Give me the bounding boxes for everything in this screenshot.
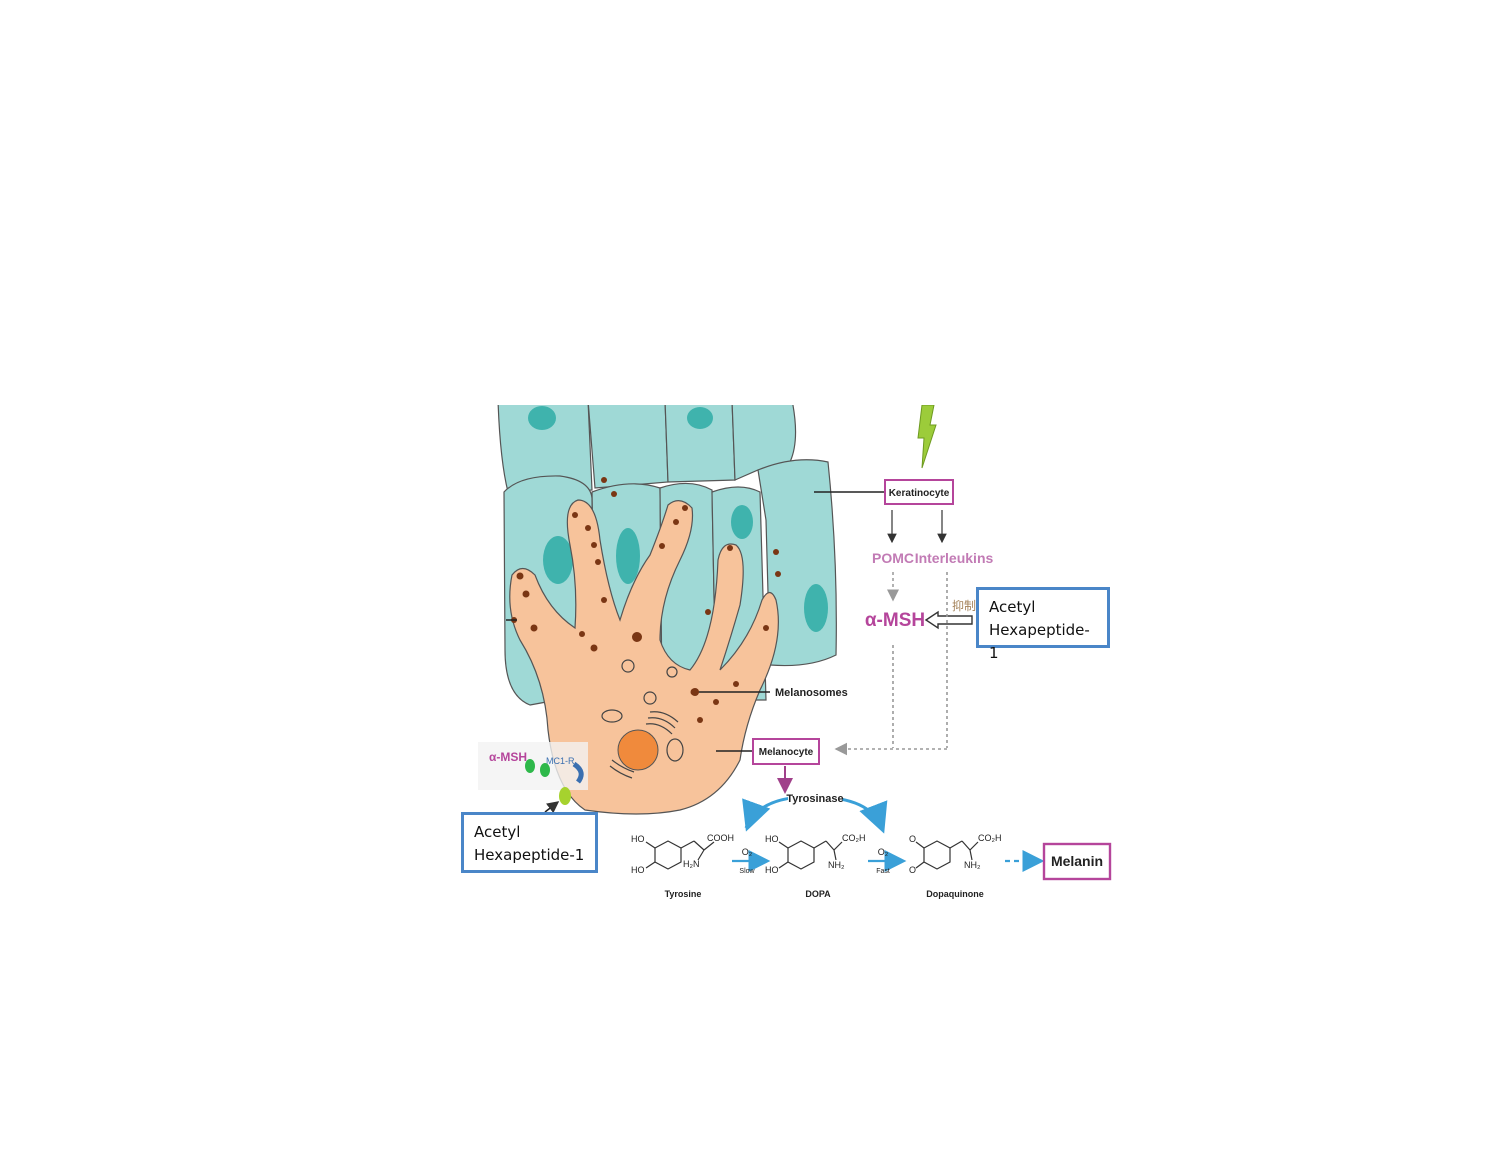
peptide-molecule xyxy=(559,787,571,805)
dopaquinone-co2h: CO₂H xyxy=(978,833,1002,843)
dopaquinone-o-top: O xyxy=(909,834,916,844)
melanocyte-label: Melanocyte xyxy=(759,747,814,758)
dopa-ho-top: HO xyxy=(765,834,779,844)
callout-left-line1: Acetyl xyxy=(474,823,521,841)
mc1r-receptor xyxy=(572,761,584,784)
callout-left-line2: Hexapeptide-1 xyxy=(474,846,585,864)
tyrosine-ho-bottom: HO xyxy=(631,865,645,875)
tyrosine-structure xyxy=(645,840,715,870)
receptor-area: α-MSH MC1-R xyxy=(478,742,588,814)
alpha-msh-small-label: α-MSH xyxy=(489,750,527,764)
dotted-signal-paths xyxy=(834,572,948,756)
dopaquinone-nh2: NH₂ xyxy=(964,860,981,870)
tyrosine-h2n: H₂N xyxy=(683,859,700,869)
callout-acetyl-hexapeptide-right: Acetyl Hexapeptide-1 xyxy=(976,587,1110,662)
tyrosine-cooh: COOH xyxy=(707,833,734,843)
keratinocyte-layer-upper xyxy=(497,405,797,493)
callout-acetyl-hexapeptide-left: Acetyl Hexapeptide-1 xyxy=(461,812,598,873)
tyrosinase-label: Tyrosinase xyxy=(786,793,843,805)
dopa-label: DOPA xyxy=(805,889,831,899)
melanocyte-cell xyxy=(509,499,779,815)
interleukins-label: Interleukins xyxy=(915,550,994,566)
msh-molecule-2 xyxy=(540,763,550,777)
tyrosine-ho-top: HO xyxy=(631,834,645,844)
dopaquinone-label: Dopaquinone xyxy=(926,889,984,899)
o2-label-2: O₂ xyxy=(878,847,889,857)
keratinocyte-label-box xyxy=(884,479,954,505)
dopa-ho-bottom: HO xyxy=(765,865,779,875)
keratinocyte-label: Keratinocyte xyxy=(889,488,950,499)
leader-lines xyxy=(506,491,884,752)
melanocyte-label-box xyxy=(752,738,820,765)
inhibition-arrow xyxy=(924,610,973,630)
dopa-co2h: CO₂H xyxy=(842,833,866,843)
inhibit-label: 抑制 xyxy=(952,598,976,613)
tyrosine-label: Tyrosine xyxy=(665,889,702,899)
callout-right-line1: Acetyl xyxy=(989,598,1036,616)
dopaquinone-o-bottom: O xyxy=(909,865,916,875)
dopa-structure xyxy=(778,840,843,870)
fast-label: Fast xyxy=(876,868,890,875)
dopa-nh2: NH₂ xyxy=(828,860,845,870)
dopaquinone-structure xyxy=(915,840,979,870)
msh-molecule-1 xyxy=(525,759,535,773)
o2-label-1: O₂ xyxy=(742,847,753,857)
melanin-label: Melanin xyxy=(1051,853,1103,869)
alpha-msh-label: α-MSH xyxy=(865,610,925,631)
mc1r-label: MC1-R xyxy=(546,756,575,766)
pomc-label: POMC xyxy=(872,550,914,566)
callout-right-line2: Hexapeptide-1 xyxy=(989,621,1090,662)
slow-label: Slow xyxy=(739,868,755,875)
melanosomes-label: Melanosomes xyxy=(775,687,848,699)
melanin-label-box xyxy=(1042,842,1112,881)
uv-lightning-icon xyxy=(917,405,937,469)
